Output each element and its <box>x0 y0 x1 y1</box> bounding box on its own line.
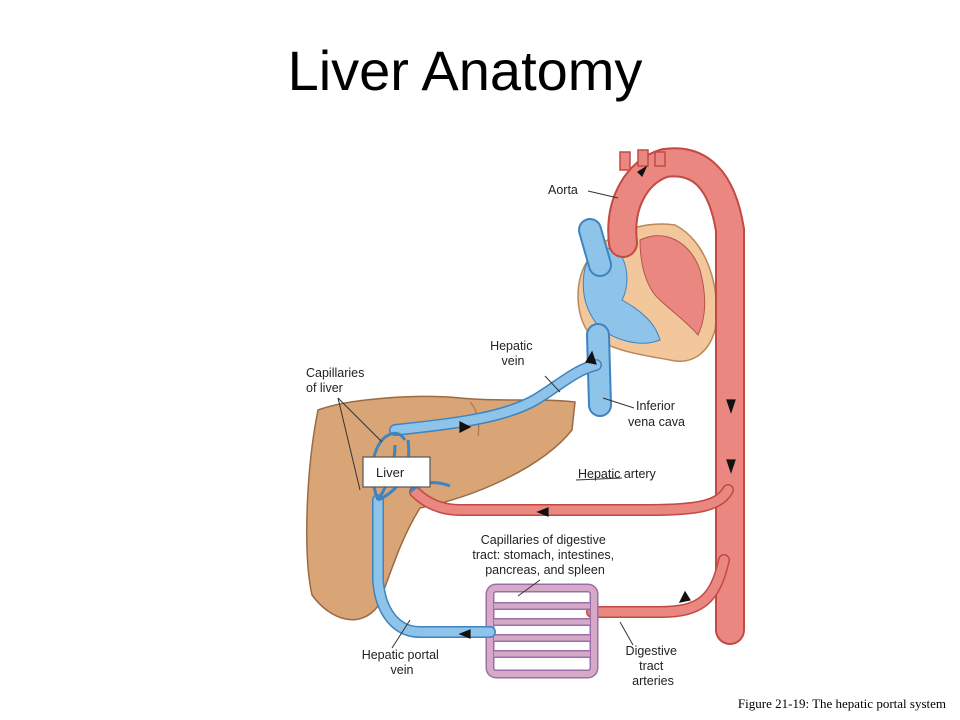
aorta-label: Aorta <box>548 183 578 197</box>
hepatic-portal-vein-label: Hepatic portal vein <box>362 648 443 677</box>
inferior-vena-cava-label: Inferior vena cava <box>628 399 685 429</box>
capillaries-of-liver-label: Capillaries of liver <box>306 366 368 395</box>
capillaries-digestive-label: Capillaries of digestive tract: stomach,… <box>472 533 617 577</box>
liver-label: Liver <box>376 465 405 480</box>
hepatic-artery-label: Hepatic artery <box>578 467 657 481</box>
digestive-tract-arteries-label: Digestive tract arteries <box>626 644 681 688</box>
slide-title: Liver Anatomy <box>287 39 643 102</box>
liver-label-box <box>362 456 431 488</box>
figure-caption: Figure 21-19: The hepatic portal system <box>737 696 946 711</box>
leader-lines <box>337 190 635 649</box>
digestive-capillaries <box>485 583 599 679</box>
flow-arrows <box>458 165 736 639</box>
hepatic-vein-label: Hepatic vein <box>490 339 536 368</box>
